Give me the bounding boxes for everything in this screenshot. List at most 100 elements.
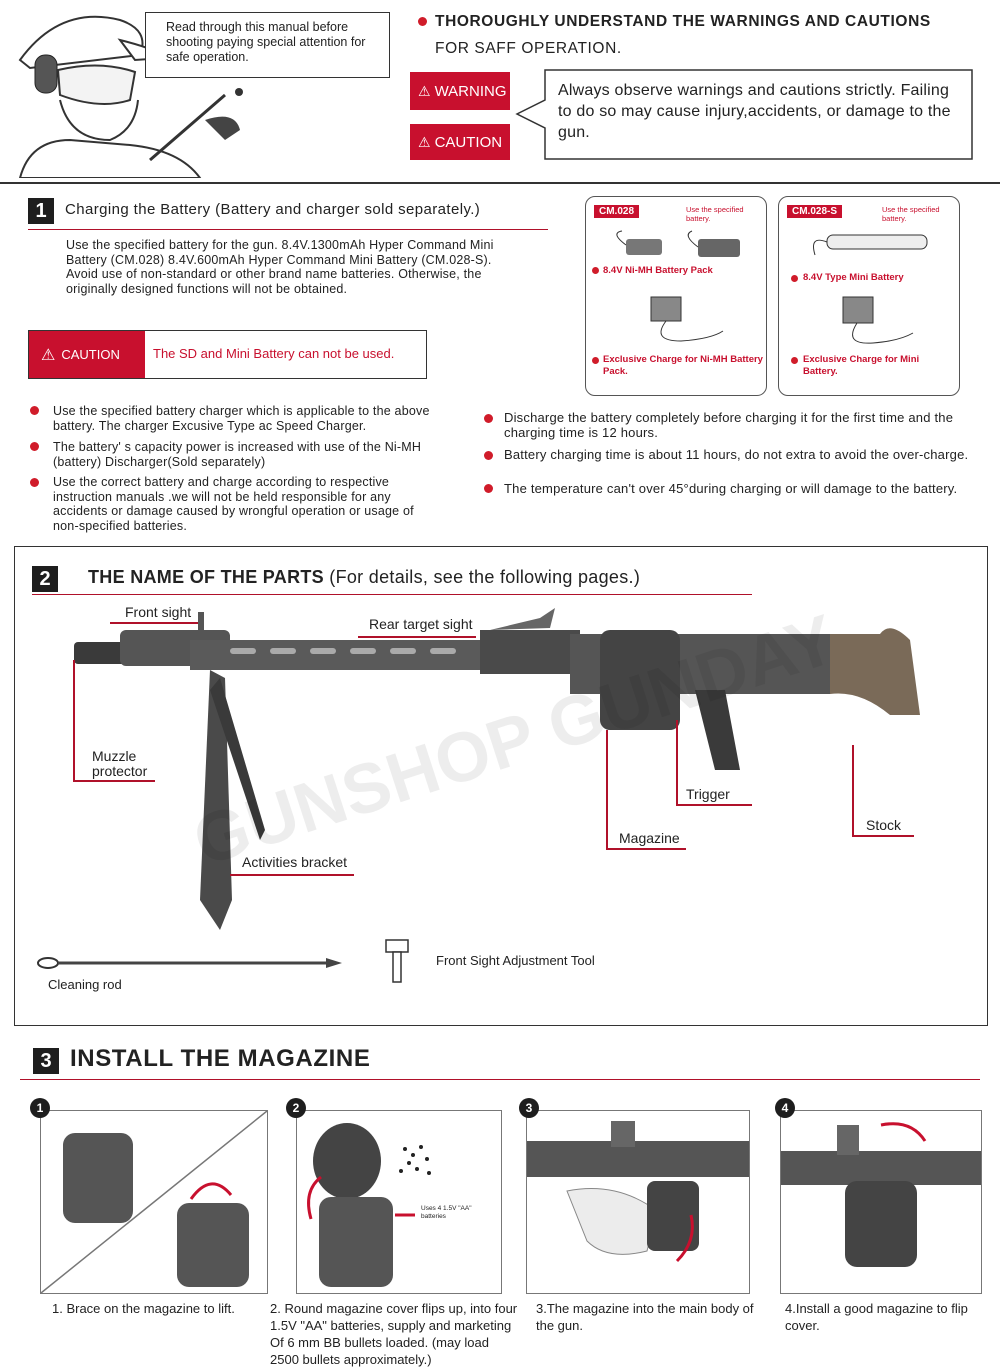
label-activities-bracket: Activities bracket (242, 854, 348, 870)
battery-caution-label: CAUTION (61, 347, 120, 362)
leader-muzzle-protector-h (73, 780, 155, 782)
headline-line-1: THOROUGHLY UNDERSTAND THE WARNINGS AND C… (435, 13, 931, 30)
battery-box-cm028s: CM.028-S Use the specified battery. 8.4V… (778, 196, 960, 396)
leader-stock (852, 745, 854, 835)
step-1-caption: 1. Brace on the magazine to lift. (52, 1301, 235, 1316)
left-bullet-icon (30, 406, 39, 415)
step-2-illustration (307, 1123, 431, 1287)
right-bullet-icon (484, 484, 493, 493)
step-2-inset-note: Uses 4 1.5V "AA" batteries (421, 1205, 472, 1220)
warning-tag: ⚠ WARNING (410, 72, 510, 110)
left-bullet-3: Use the correct battery and charge accor… (53, 475, 414, 533)
right-bullet-1: Discharge the battery completely before … (504, 410, 954, 440)
cleaning-rod-icon (37, 957, 342, 969)
step-1-illustration (41, 1111, 267, 1293)
battery-box-code: CM.028-S (787, 205, 843, 218)
battery-box-code: CM.028 (594, 205, 640, 218)
warning-tag-label: WARNING (434, 82, 507, 100)
box-bullet-icon (791, 275, 798, 282)
box-bullet-icon (592, 357, 599, 364)
left-bullet-icon (30, 442, 39, 451)
battery-caution-box: ⚠ CAUTION The SD and Mini Battery can no… (28, 330, 427, 379)
section-2-title: THE NAME OF THE PARTS (For details, see … (88, 567, 640, 588)
step-2-number: 2 (286, 1098, 306, 1118)
label-trigger: Trigger (686, 786, 730, 802)
right-bullet-icon (484, 451, 493, 460)
header: Read through this manual before shooting… (0, 0, 1000, 185)
section-3-title: INSTALL THE MAGAZINE (70, 1045, 371, 1072)
label-front-sight: Front sight (125, 604, 192, 620)
right-bullet-2: Battery charging time is about 11 hours,… (504, 447, 969, 462)
leader-front-sight (110, 622, 198, 624)
label-front-sight-tool: Front Sight Adjustment Tool (436, 953, 595, 968)
step-4-caption: 4.Install a good magazine to flip cover. (785, 1301, 968, 1333)
section-3-number: 3 (33, 1048, 59, 1074)
left-bullet-1: Use the specified battery charger which … (53, 404, 430, 433)
step-3-illustration (527, 1121, 749, 1263)
battery-caution-tag: ⚠ CAUTION (29, 331, 145, 378)
section-2-title-main: THE NAME OF THE PARTS (88, 567, 324, 587)
label-cleaning-rod: Cleaning rod (48, 977, 122, 992)
battery-box-note: Use the specified battery. (882, 205, 940, 223)
battery-caution-text: The SD and Mini Battery can not be used. (153, 346, 395, 361)
label-rear-target-sight: Rear target sight (369, 616, 473, 632)
section-1-intro: Use the specified battery for the gun. 8… (66, 238, 494, 296)
section-2-title-underline (32, 594, 752, 595)
leader-activities-bracket (230, 874, 354, 876)
step-3-panel (526, 1110, 750, 1294)
charger-icon (842, 296, 914, 344)
mini-battery-icon (813, 234, 928, 256)
battery-box-battery: 8.4V Type Mini Battery (803, 272, 904, 283)
step-4-number: 4 (775, 1098, 795, 1118)
battery-box-battery: 8.4V Ni-MH Battery Pack (603, 265, 713, 276)
intro-note-text: Read through this manual before shooting… (166, 20, 366, 64)
battery-box-charger: Exclusive Charge for Ni-MH Battery Pack. (603, 354, 763, 377)
caution-triangle-icon: ⚠ (41, 346, 56, 364)
step-4-illustration (781, 1122, 981, 1267)
caution-tag: ⚠ CAUTION (410, 124, 510, 160)
section-2-number: 2 (32, 566, 58, 592)
box-bullet-icon (791, 357, 798, 364)
step-2-caption: 2. Round magazine cover flips up, into f… (270, 1301, 518, 1367)
parts-panel (14, 546, 988, 1026)
battery-box-cm028: CM.028 Use the specified battery. 8.4V N… (585, 196, 767, 396)
charger-icon (650, 296, 724, 342)
left-bullet-2: The battery' s capacity power is increas… (53, 440, 422, 469)
section-1-title-underline (28, 229, 548, 230)
headline-bullet (418, 17, 427, 26)
battery-box-note: Use the specified battery. (686, 205, 744, 223)
headline-line-2: FOR SAFF OPERATION. (435, 40, 622, 57)
right-bullet-3: The temperature can't over 45°during cha… (504, 481, 958, 496)
leader-trigger-h (676, 804, 752, 806)
leader-rear-target-sight (358, 636, 476, 638)
intro-note-box: Read through this manual before shooting… (145, 12, 390, 78)
battery-pack-icon (616, 230, 740, 257)
front-sight-tool-icon (385, 939, 409, 983)
right-bullet-icon (484, 414, 493, 423)
label-magazine: Magazine (619, 830, 680, 846)
shooter-illustration (18, 15, 243, 178)
box-bullet-icon (592, 267, 599, 274)
section-2-title-sub: (For details, see the following pages.) (329, 567, 641, 587)
step-3-number: 3 (519, 1098, 539, 1118)
step-1-panel (40, 1110, 268, 1294)
leader-magazine (606, 730, 608, 848)
label-stock: Stock (866, 817, 902, 833)
warning-triangle-icon: ⚠ (418, 82, 431, 99)
machine-gun-illustration (74, 608, 920, 930)
section-3-title-underline (20, 1079, 980, 1080)
header-divider (0, 182, 1000, 184)
leader-stock-h (852, 835, 914, 837)
leader-muzzle-protector (73, 660, 75, 780)
section-1-number: 1 (28, 198, 54, 224)
leader-trigger (676, 720, 678, 804)
leader-magazine-h (606, 848, 686, 850)
left-bullet-icon (30, 478, 39, 487)
step-4-panel (780, 1110, 982, 1294)
label-muzzle-protector: Muzzle protector (92, 748, 148, 779)
section-1-title: Charging the Battery (Battery and charge… (65, 201, 481, 218)
step-1-number: 1 (30, 1098, 50, 1118)
caution-tag-label: CAUTION (434, 133, 503, 151)
step-2-panel: Uses 4 1.5V "AA" batteries (296, 1110, 502, 1294)
warning-callout-frame (515, 69, 973, 160)
